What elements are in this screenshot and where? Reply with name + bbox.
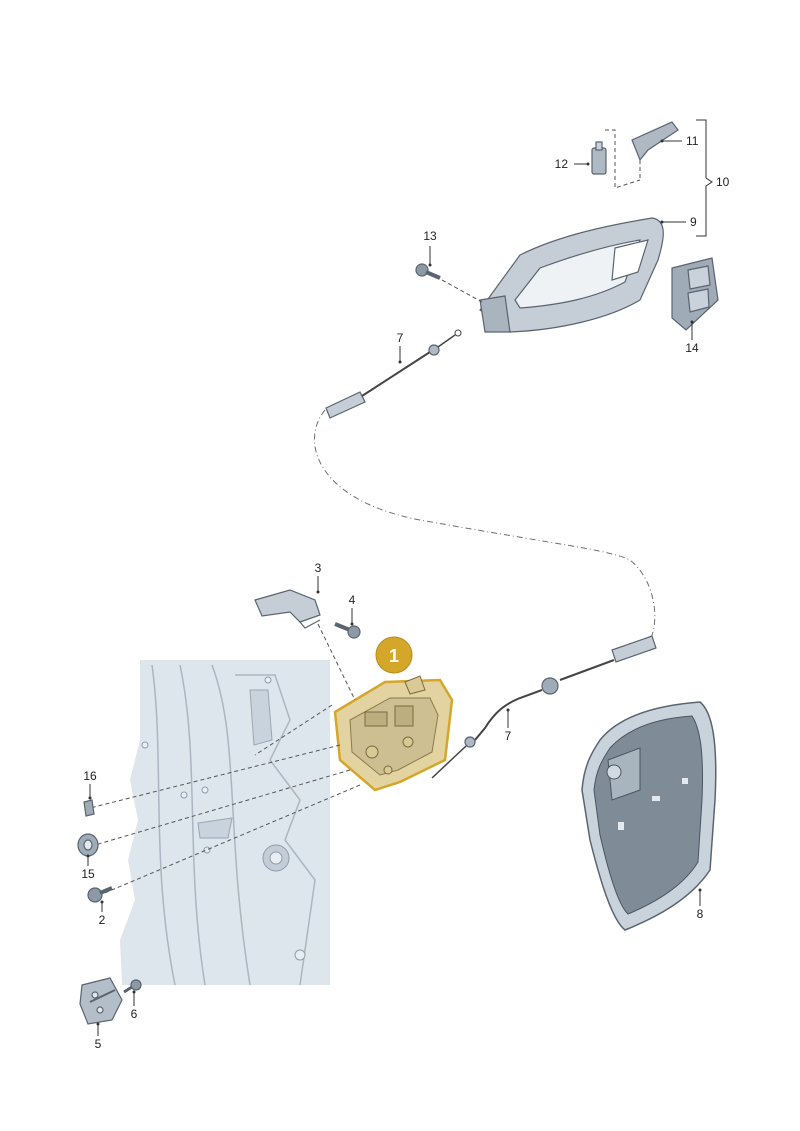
grommet-part-15: [77, 833, 99, 857]
cable-upper-end: [325, 329, 462, 419]
inner-door-handle: [479, 217, 664, 333]
callout-4[interactable]: 4: [349, 593, 356, 607]
callout-2[interactable]: 2: [99, 913, 106, 927]
screw-4: [334, 622, 361, 639]
cable-dashed-path: [313, 409, 656, 641]
switch-trim-panel: [671, 257, 719, 331]
screw-part-2: [87, 886, 113, 903]
dash-lock-b: [89, 744, 341, 809]
callout-16[interactable]: 16: [83, 769, 97, 783]
screw-13: [415, 263, 441, 280]
dashed-bracket-11-12: [605, 129, 641, 189]
door-lock-mechanism: [333, 675, 454, 792]
callout-7-upper[interactable]: 7: [397, 331, 404, 345]
door-inner-panel: [120, 660, 330, 986]
cable-lower-end: [431, 635, 657, 779]
striker-plate-part-5: [79, 977, 123, 1025]
callout-6[interactable]: 6: [131, 1007, 138, 1021]
dash-13-handle: [441, 279, 483, 303]
dash-lock-a: [254, 704, 333, 756]
connector-part-12: [591, 141, 607, 175]
callout-10[interactable]: 10: [716, 175, 730, 189]
callout-9[interactable]: 9: [690, 215, 697, 229]
callout-7-lower[interactable]: 7: [505, 729, 512, 743]
callout-14[interactable]: 14: [685, 341, 699, 355]
callout-3[interactable]: 3: [315, 561, 322, 575]
dash-lock-c: [94, 769, 351, 846]
callout-1-badge[interactable]: 1: [375, 636, 413, 674]
callout-13[interactable]: 13: [423, 229, 437, 243]
callout-1[interactable]: 1: [389, 646, 399, 666]
bracket-part-3: [254, 589, 321, 629]
callout-8[interactable]: 8: [697, 907, 704, 921]
dash-bracket-lock: [317, 623, 356, 701]
clip-part-16: [83, 799, 95, 817]
callout-12[interactable]: 12: [555, 157, 569, 171]
callout-labels: 13 12 11 10 9 14 7 3 4 7 8 16 15 2 6 5: [81, 134, 729, 1051]
dash-lock-d: [99, 784, 361, 896]
callout-15[interactable]: 15: [81, 867, 95, 881]
cover-panel-part-8: [581, 701, 717, 931]
leader-lines: [86, 119, 713, 1036]
handle-lever-part-11: [631, 121, 679, 162]
callout-5[interactable]: 5: [95, 1037, 102, 1051]
callout-11[interactable]: 11: [686, 134, 699, 148]
screw-part-6: [123, 979, 142, 994]
